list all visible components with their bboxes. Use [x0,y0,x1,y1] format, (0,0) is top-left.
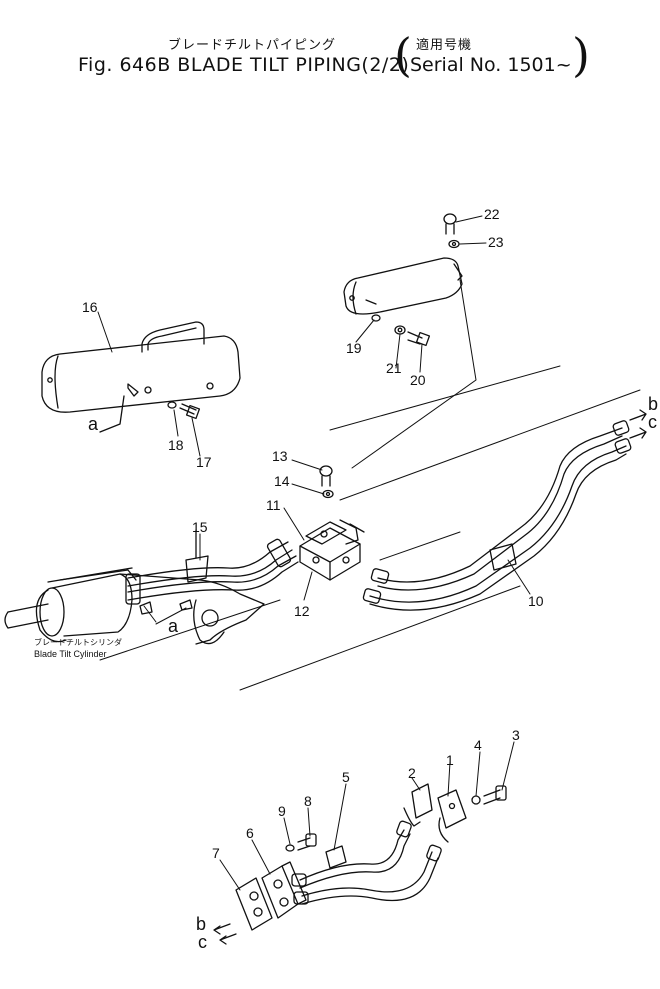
callout-12: 12 [294,603,310,619]
arrow-c-right [629,427,647,439]
callout-10: 10 [528,593,544,609]
callout-16: 16 [82,299,98,315]
callout-13: 13 [272,448,288,464]
ref-letter-a-lower: a [168,616,179,636]
callout-17: 17 [196,454,212,470]
cylinder-label-english: Blade Tilt Cylinder [34,649,107,659]
callout-18: 18 [168,437,184,453]
callout-9: 9 [278,803,286,819]
reference-letters: a a b c b c [88,394,658,952]
valve-block-12 [299,519,365,581]
blade-tilt-cylinder [4,567,265,645]
callout-15: 15 [192,519,208,535]
ref-letter-b-right: b [648,394,658,414]
arrow-b-left [213,923,231,935]
callout-1: 1 [446,752,454,768]
hose-10 [362,420,632,611]
serial-japanese: 適用号機 [416,38,473,53]
callout-21: 21 [386,360,402,376]
callout-14: 14 [274,473,290,489]
ref-letter-c-right: c [648,412,657,432]
reference-lines [99,365,641,691]
figure-title: Fig. 646B BLADE TILT PIPING(2/2) [78,54,410,76]
ref-letter-c-left: c [198,932,207,952]
title-japanese: ブレードチルトパイピング [168,38,337,53]
cover-guard-upper [343,257,463,315]
arrow-c-left [219,933,237,945]
callout-22: 22 [484,206,500,222]
bolt-8-washer-9 [285,833,317,852]
cylinder-label: ブレードチルトシリンダ Blade Tilt Cylinder [34,637,122,659]
leader-lines [97,215,531,891]
open-paren: ( [394,28,412,82]
bolt-20-washers-19-21 [371,314,431,347]
close-paren: ) [572,28,590,82]
bolt-13-washer-14 [319,465,334,499]
arrow-b-right [629,409,647,421]
callout-2: 2 [408,765,416,781]
bolt-17-washer-18 [167,401,201,420]
callout-6: 6 [246,825,254,841]
callout-3: 3 [512,727,520,743]
callout-20: 20 [410,372,426,388]
ref-letter-a-upper: a [88,414,99,434]
flange-1 [437,789,467,843]
cover-guard-16 [41,321,241,433]
callout-8: 8 [304,793,312,809]
callout-4: 4 [474,737,482,753]
callout-numbers: 1 2 3 4 5 6 7 8 9 10 11 12 13 14 15 16 1… [82,206,544,861]
elbow-2 [403,783,433,827]
cylinder-label-japanese: ブレードチルトシリンダ [34,637,122,647]
hose-5 [291,820,442,905]
bolt-22-washer-23 [443,213,460,249]
callout-23: 23 [488,234,504,250]
serial-range: Serial No. 1501~ [410,54,572,76]
callout-11: 11 [266,497,281,513]
callout-19: 19 [346,340,362,356]
callout-5: 5 [342,769,350,785]
plate-7 [235,877,273,931]
hose-15 [125,529,299,605]
ref-letter-b-left: b [196,914,206,934]
callout-7: 7 [212,845,220,861]
